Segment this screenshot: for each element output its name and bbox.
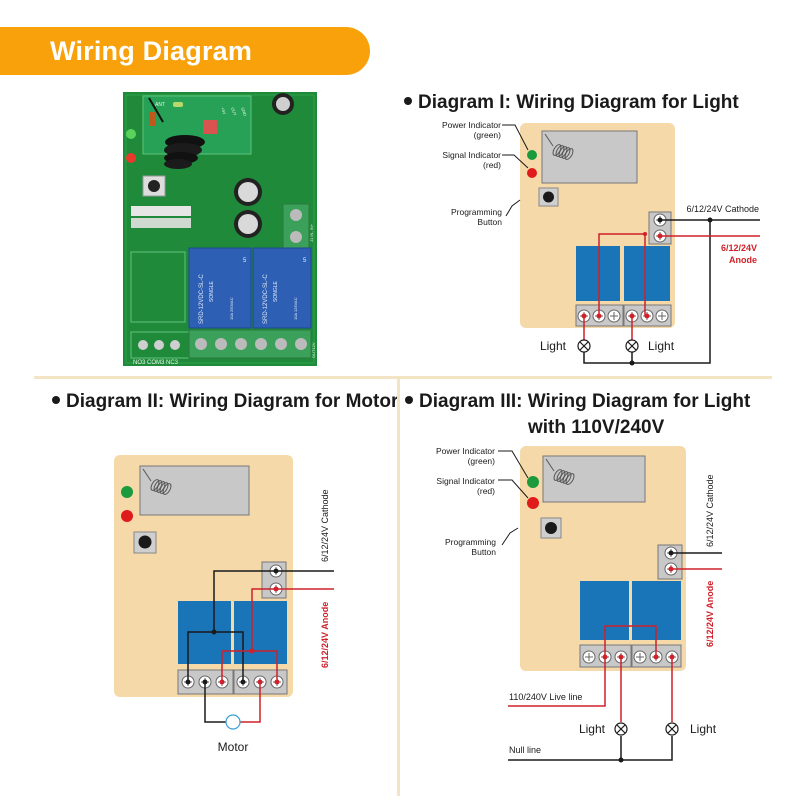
bullet-icon (52, 395, 60, 404)
relay-1: SRD-12VDC-SL-C SONGLE 10A 250VAC 5 (188, 247, 252, 329)
pcb-photo: ANT +5V OUT GND (123, 92, 317, 366)
svg-text:OUT12V: OUT12V (311, 342, 316, 358)
pcb-illustration: ANT +5V OUT GND (123, 92, 317, 366)
pcb-led-red (126, 153, 136, 163)
svg-text:10A 250VAC: 10A 250VAC (229, 297, 234, 320)
null-line-label: Null line (509, 745, 541, 755)
pin-label-5v: +5V (220, 107, 227, 116)
crystal (203, 120, 217, 134)
diagram-3-title-line2: with 110V/240V (528, 417, 665, 438)
bottom-silkscreen: NO3 COM3 NC3 (133, 360, 179, 366)
lamp-icon-right (665, 722, 679, 736)
connector-label: J1 IN- IN+ (309, 223, 314, 242)
pin-label-out: OUT (230, 107, 238, 117)
svg-text:5: 5 (243, 258, 247, 264)
pcb-led-green (126, 129, 136, 139)
vertical-divider (397, 376, 400, 796)
svg-text:SONGLE: SONGLE (209, 280, 215, 302)
signal-indicator-label: Signal Indicator (436, 476, 495, 486)
pin-label-gnd: GND (240, 107, 248, 117)
power-indicator-label: Power Indicator (442, 120, 501, 130)
output-terminal-block (188, 329, 312, 359)
svg-text:SONGLE: SONGLE (273, 280, 279, 302)
motor-label: Motor (218, 740, 249, 754)
power-led-green (121, 486, 133, 498)
svg-text:SRD-12VDC-SL-C: SRD-12VDC-SL-C (263, 274, 269, 324)
programming-button-label: Programming (445, 537, 496, 547)
antenna-coil (148, 97, 205, 169)
light-label-left: Light (540, 339, 567, 353)
svg-text:10A 125VAC: 10A 125VAC (293, 297, 298, 320)
anode-label: 6/12/24V Anode (320, 602, 330, 668)
lamp-icon-left (614, 722, 628, 736)
horizontal-divider (34, 376, 772, 379)
rf-module-1 (541, 130, 638, 184)
svg-text:(red): (red) (477, 486, 495, 496)
pcb-header (131, 206, 191, 228)
motor-icon (225, 714, 241, 730)
banner-title: Wiring Diagram (50, 36, 253, 66)
svg-text:(green): (green) (474, 130, 502, 140)
svg-text:5: 5 (303, 258, 307, 264)
anode-label: 6/12/24V (721, 243, 757, 253)
svg-text:Button: Button (477, 217, 502, 227)
signal-led-red (527, 168, 537, 178)
resistor (173, 102, 183, 107)
power-led-green (527, 150, 537, 160)
light-label-left: Light (579, 722, 606, 736)
wires-1 (583, 219, 760, 364)
title-banner: Wiring Diagram (0, 27, 370, 75)
relay-2: SRD-12VDC-SL-C SONGLE 10A 125VAC 5 (252, 247, 312, 329)
programming-button-label: Programming (451, 207, 502, 217)
light-label-right: Light (648, 339, 675, 353)
signal-indicator-label: Signal Indicator (442, 150, 501, 160)
power-indicator-label: Power Indicator (436, 446, 495, 456)
power-led-green (527, 476, 539, 488)
light-label-right: Light (690, 722, 717, 736)
relay-2-icon (624, 246, 670, 301)
bullet-icon (404, 96, 412, 105)
diagram-3-title: Diagram III: Wiring Diagram for Light (405, 391, 750, 413)
svg-text:(red): (red) (483, 160, 501, 170)
svg-text:Button: Button (471, 547, 496, 557)
anode-label: 6/12/24V Anode (705, 581, 715, 647)
live-line-label: 110/240V Live line (509, 692, 582, 702)
bullet-icon (405, 395, 413, 404)
signal-led-red (527, 497, 539, 509)
cathode-label: 6/12/24V Cathode (686, 204, 759, 214)
cathode-label: 6/12/24V Cathode (705, 474, 715, 547)
antenna-label: ANT (155, 102, 165, 108)
svg-text:(green): (green) (468, 456, 496, 466)
diagram-1-title: Diagram I: Wiring Diagram for Light (404, 92, 739, 114)
svg-text:Anode: Anode (729, 255, 757, 265)
diagram-2-title: Diagram II: Wiring Diagram for Motor (52, 391, 398, 413)
cathode-label: 6/12/24V Cathode (320, 489, 330, 562)
svg-text:SRD-12VDC-SL-C: SRD-12VDC-SL-C (199, 274, 205, 324)
relay-1-icon (576, 246, 620, 301)
signal-led-red (121, 510, 133, 522)
wires-3 (508, 552, 722, 761)
inductor (149, 112, 156, 126)
